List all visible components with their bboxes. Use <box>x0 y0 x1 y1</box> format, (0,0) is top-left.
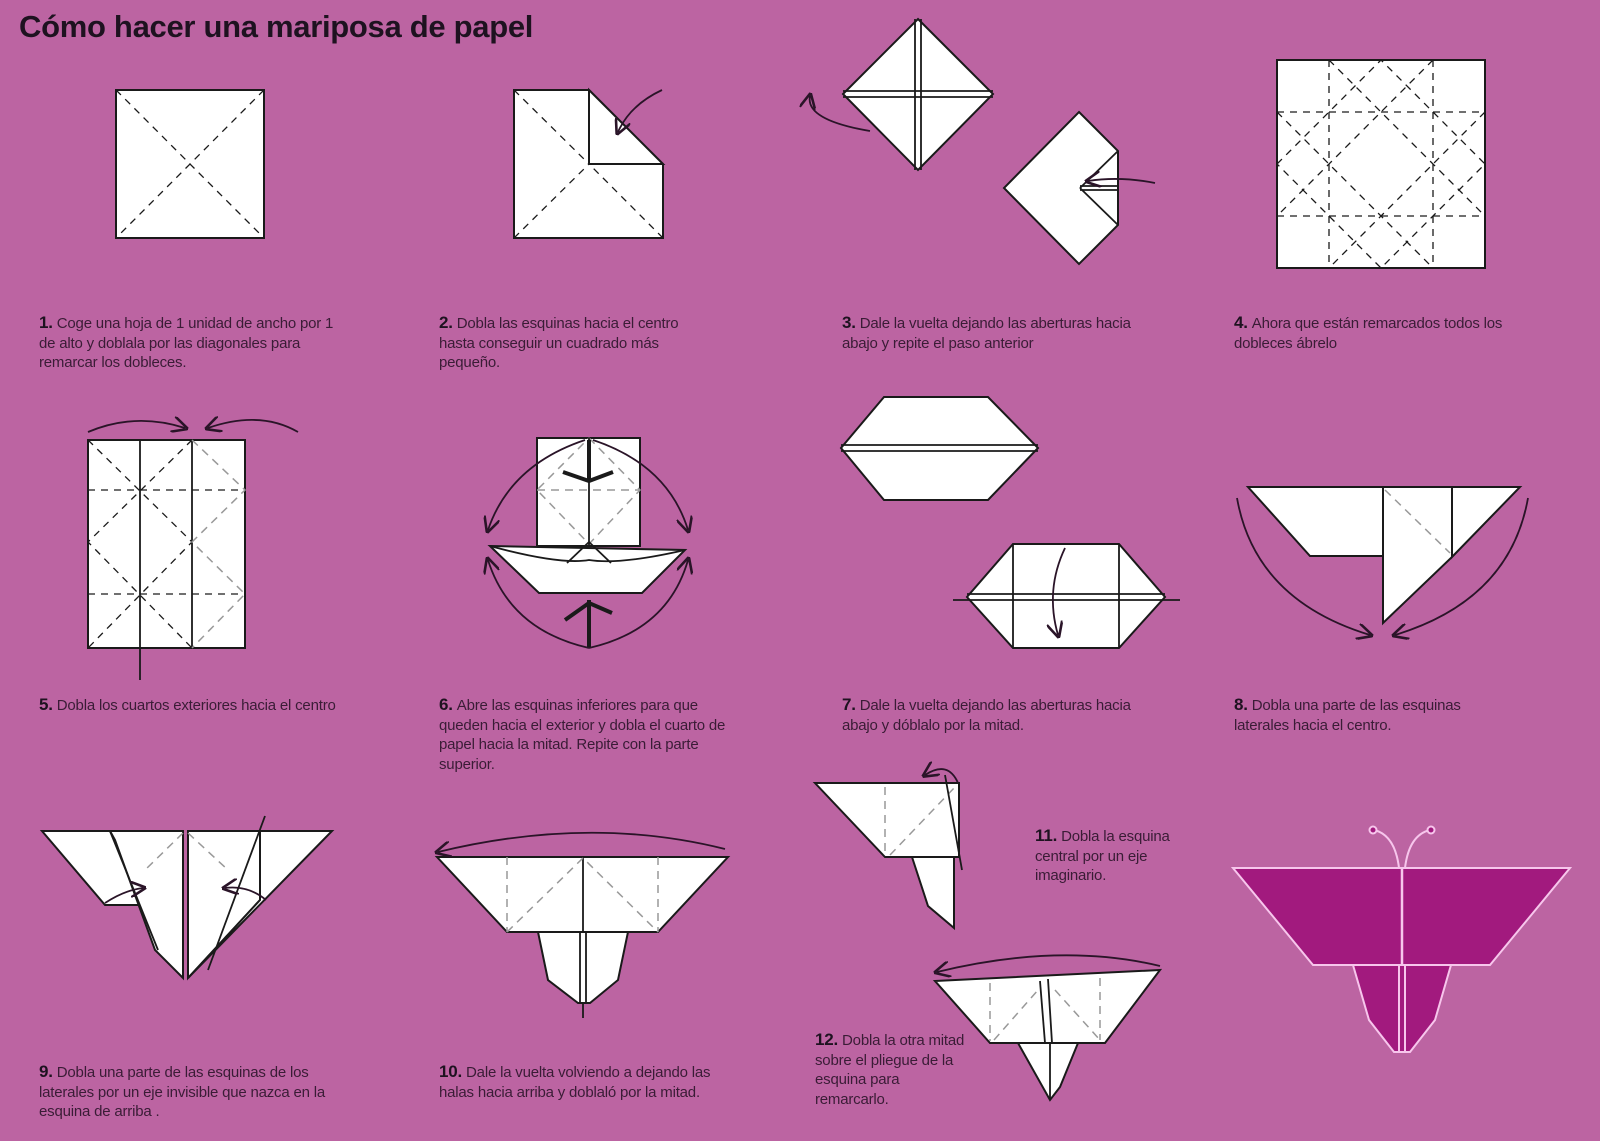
step-6-instruction: 6.Abre las esquinas inferiores para que … <box>439 695 739 774</box>
square-diagonal-creases-icon <box>115 89 265 239</box>
step-text: Dobla los cuartos exteriores hacia el ce… <box>56 697 336 714</box>
step-7-instruction: 7.Dale la vuelta dejando las aberturas h… <box>842 695 1132 735</box>
step-9-instruction: 9.Dobla una parte de las esquinas de los… <box>39 1062 339 1122</box>
boat-base-open-icon <box>488 437 688 649</box>
step-text: Dobla la esquina central por un eje imag… <box>1035 828 1170 884</box>
step-10-instruction: 10.Dale la vuelta volviendo a dejando la… <box>439 1062 739 1102</box>
butterfly-turn-over-icon <box>437 831 731 1018</box>
step-1-instruction: 1.Coge una hoja de 1 unidad de ancho por… <box>39 313 339 373</box>
step-number: 8. <box>1234 695 1248 714</box>
step-text: Dale la vuelta dejando las aberturas hac… <box>842 697 1131 734</box>
step-text: Dobla la otra mitad sobre el pliegue de … <box>815 1032 965 1108</box>
step-11-instruction: 11.Dobla la esquina central por un eje i… <box>1035 826 1180 886</box>
step-4-instruction: 4.Ahora que están remarcados todos los d… <box>1234 313 1544 353</box>
step-5-instruction: 5.Dobla los cuartos exteriores hacia el … <box>39 695 339 716</box>
half-butterfly-icon <box>812 769 963 931</box>
step-2-instruction: 2.Dobla las esquinas hacia el centro has… <box>439 313 709 373</box>
step-text: Dale la vuelta volviendo a dejando las h… <box>439 1064 711 1101</box>
wing-corner-fold-icon <box>1236 486 1529 635</box>
step-12-instruction: 12.Dobla la otra mitad sobre el pliegue … <box>815 1030 975 1109</box>
square-corner-fold-icon <box>513 87 666 239</box>
step-number: 9. <box>39 1062 53 1081</box>
step-3-instruction: 3.Dale la vuelta dejando las aberturas h… <box>842 313 1132 353</box>
step-number: 5. <box>39 695 53 714</box>
diamond-flip-icon <box>810 17 1156 266</box>
step-number: 11. <box>1035 826 1058 845</box>
step-number: 2. <box>439 313 453 332</box>
step-number: 3. <box>842 313 856 332</box>
unfolded-crease-grid-icon <box>1276 59 1486 269</box>
step-number: 4. <box>1234 313 1248 332</box>
hexagon-half-fold-icon <box>839 396 1180 649</box>
rectangle-quarter-fold-icon <box>87 420 299 680</box>
step-number: 6. <box>439 695 453 714</box>
step-number: 7. <box>842 695 856 714</box>
step-number: 12. <box>815 1030 839 1049</box>
step-text: Abre las esquinas inferiores para que qu… <box>439 697 726 773</box>
step-text: Dale la vuelta dejando las aberturas hac… <box>842 315 1131 352</box>
step-text: Dobla una parte de las esquinas laterale… <box>1234 697 1461 734</box>
step-text: Coge una hoja de 1 unidad de ancho por 1… <box>39 315 334 371</box>
step-text: Ahora que están remarcados todos los dob… <box>1234 315 1503 352</box>
step-text: Dobla una parte de las esquinas de los l… <box>39 1064 325 1120</box>
step-8-instruction: 8.Dobla una parte de las esquinas latera… <box>1234 695 1494 735</box>
step-text: Dobla las esquinas hacia el centro hasta… <box>439 315 679 371</box>
step-number: 1. <box>39 313 53 332</box>
step-number: 10. <box>439 1062 463 1081</box>
butterfly-fold-other-half-icon <box>935 954 1163 1102</box>
wing-side-fold-icon <box>39 815 335 981</box>
finished-butterfly-icon <box>1230 825 1573 1053</box>
page-title: Cómo hacer una mariposa de papel <box>19 9 534 44</box>
